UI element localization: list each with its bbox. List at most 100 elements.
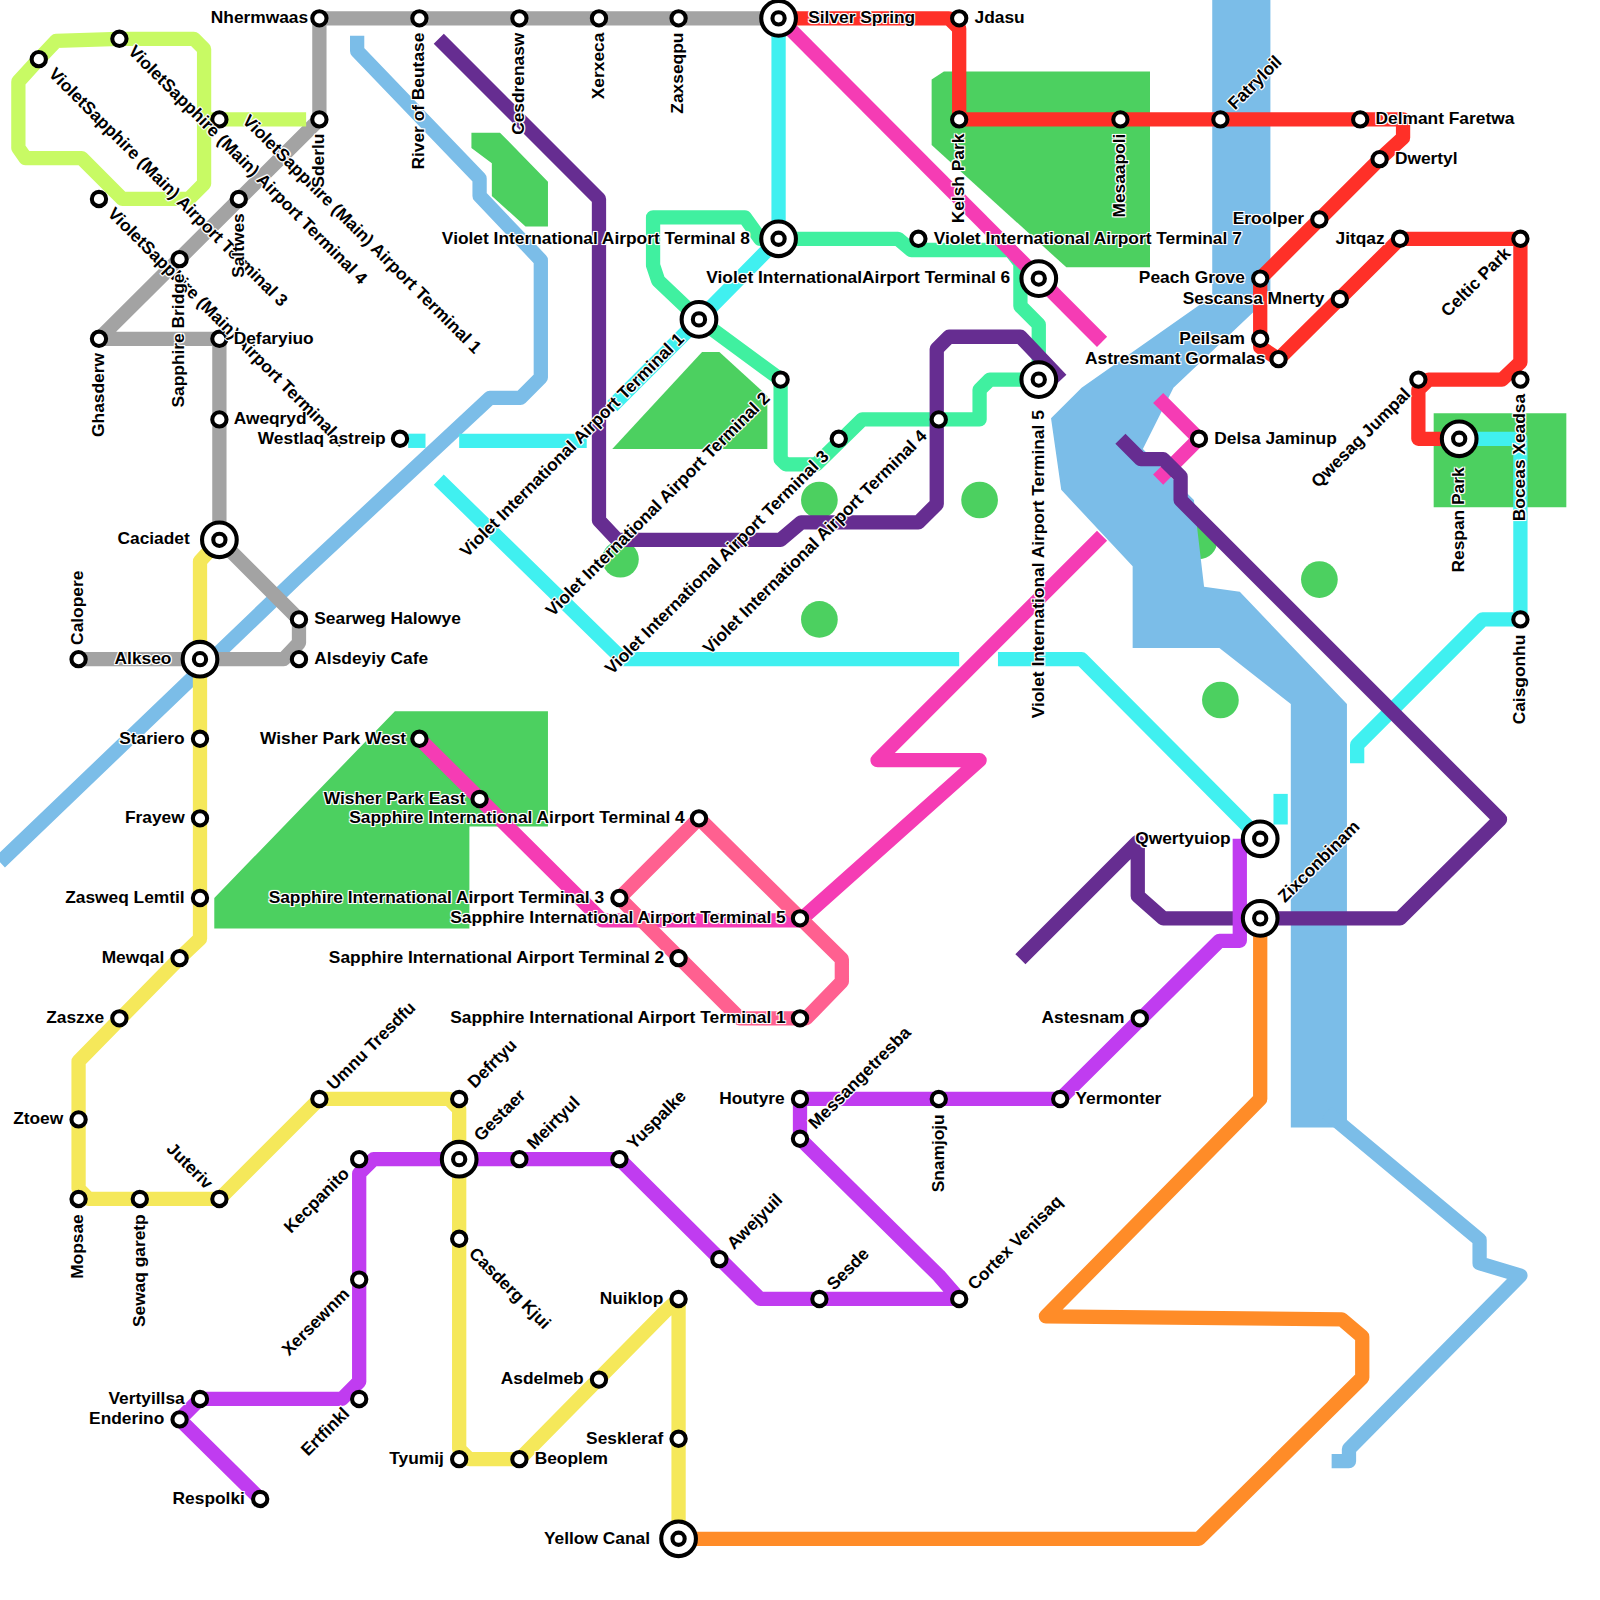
station-label: Sesde — [824, 1245, 874, 1295]
station-label: Jitqaz — [1336, 229, 1385, 248]
station-label: Boceas Xeadsa — [1511, 394, 1530, 521]
station-label: Houtyre — [719, 1089, 785, 1108]
station-dot — [412, 732, 426, 746]
station-label: Mewqal — [102, 949, 165, 968]
station-dot — [1271, 352, 1285, 366]
interchange-symbol — [183, 642, 218, 677]
station-label: Awejyuil — [724, 1191, 787, 1254]
station-label: Calopere — [69, 571, 88, 645]
station-label: Meirtyul — [524, 1093, 585, 1154]
station-label: Yellow Canal — [544, 1529, 650, 1548]
station-label: Aweqryd — [234, 410, 307, 429]
station-label: Frayew — [125, 809, 185, 828]
station-label: Respolki — [173, 1489, 245, 1508]
station-label: Vertyillsa — [108, 1389, 184, 1408]
station-label: Dwertyl — [1395, 150, 1458, 169]
interchanges — [183, 1, 1477, 1556]
station-dot — [793, 1132, 807, 1146]
station-label: Alkseo — [115, 650, 172, 669]
interchange-symbol — [1243, 821, 1278, 856]
park — [961, 482, 998, 519]
station-label: Delsa Jaminup — [1214, 429, 1336, 448]
station-dot — [112, 32, 126, 46]
station-dot — [1333, 292, 1347, 306]
station-dot — [412, 11, 426, 25]
station-dot — [32, 52, 46, 66]
station-dot — [1053, 1092, 1067, 1106]
station-label: Enderino — [89, 1410, 164, 1429]
station-dot — [312, 112, 326, 126]
station-label: Xerxeca — [589, 33, 608, 100]
station-dot — [71, 1192, 85, 1206]
station-label: Violet International Airport Terminal 8 — [442, 229, 750, 248]
station-label: Stariero — [119, 729, 185, 748]
station-label: Peilsam — [1179, 329, 1245, 348]
station-label: Seskleraf — [586, 1429, 663, 1448]
station-dot — [812, 1292, 826, 1306]
station-dot — [671, 1432, 685, 1446]
station-label: Respan Park — [1450, 467, 1469, 572]
station-label: Delmant Faretwa — [1376, 110, 1515, 129]
station-dot — [312, 11, 326, 25]
station-dot — [692, 811, 706, 825]
station-dot — [1372, 152, 1386, 166]
blue-line — [0, 36, 541, 863]
station-label: Peach Grove — [1139, 269, 1245, 288]
station-dot — [292, 612, 306, 626]
station-dot — [911, 232, 925, 246]
station-dot — [92, 332, 106, 346]
station-dot — [212, 1192, 226, 1206]
station-label: Tyumij — [389, 1450, 444, 1469]
station-dot — [932, 1092, 946, 1106]
station-dot — [773, 372, 787, 386]
station-dot — [512, 1152, 526, 1166]
cyan-line — [1357, 439, 1520, 763]
station-label: Mopsae — [69, 1214, 88, 1279]
station-dot — [1213, 112, 1227, 126]
station-label: Yuspalke — [624, 1087, 691, 1154]
station-label: Sapphire Bridge — [170, 273, 189, 407]
station-label: Caciadet — [117, 529, 189, 548]
station-dot — [1253, 271, 1267, 285]
red-line — [779, 18, 1403, 359]
station-label: Nuiklop — [600, 1289, 664, 1308]
station-dot — [352, 1152, 366, 1166]
station-dot — [671, 11, 685, 25]
station-dot — [1253, 332, 1267, 346]
station-label: Zasweq Lemtil — [65, 888, 185, 907]
station-label: Searweg Halowye — [314, 610, 461, 629]
station-dot — [1312, 212, 1326, 226]
parks — [214, 71, 1566, 928]
station-label: Nhermwaas — [211, 9, 308, 28]
station-dot — [1353, 112, 1367, 126]
station-dot — [133, 1192, 147, 1206]
station-dot — [212, 412, 226, 426]
station-label: Kecpanito — [281, 1165, 354, 1238]
station-label: Cesdrenasw — [510, 33, 529, 135]
station-label: Jdasu — [974, 9, 1024, 28]
station-dot — [193, 1392, 207, 1406]
station-dot — [452, 1232, 466, 1246]
station-dot — [71, 1112, 85, 1126]
station-label: Kelsh Park — [950, 134, 969, 224]
station-label: Umnu Tresdfu — [324, 999, 420, 1095]
station-label: Violet InternationalAirport Terminal 6 — [706, 269, 1010, 288]
station-label: Sewaq garetp — [130, 1214, 149, 1327]
station-label: Wisher Park East — [324, 789, 466, 808]
station-dot — [1411, 372, 1425, 386]
station-label: River of Beutase — [410, 33, 429, 170]
interchange-symbol — [1243, 901, 1278, 936]
station-label: Zixconbinam — [1275, 818, 1364, 907]
station-dot — [793, 911, 807, 925]
station-dot — [952, 112, 966, 126]
station-dot — [671, 951, 685, 965]
station-dot — [1513, 612, 1527, 626]
station-label: Asdelmeb — [501, 1370, 584, 1389]
station-label: Messangetresba — [806, 1024, 916, 1134]
station-dot — [232, 192, 246, 206]
station-label: Astesnam — [1042, 1009, 1125, 1028]
cyan-line — [1273, 794, 1287, 825]
station-label: Sapphire International Airport Terminal … — [450, 1009, 785, 1028]
station-dot — [793, 1092, 807, 1106]
station-label: Caisgonhu — [1511, 635, 1530, 725]
